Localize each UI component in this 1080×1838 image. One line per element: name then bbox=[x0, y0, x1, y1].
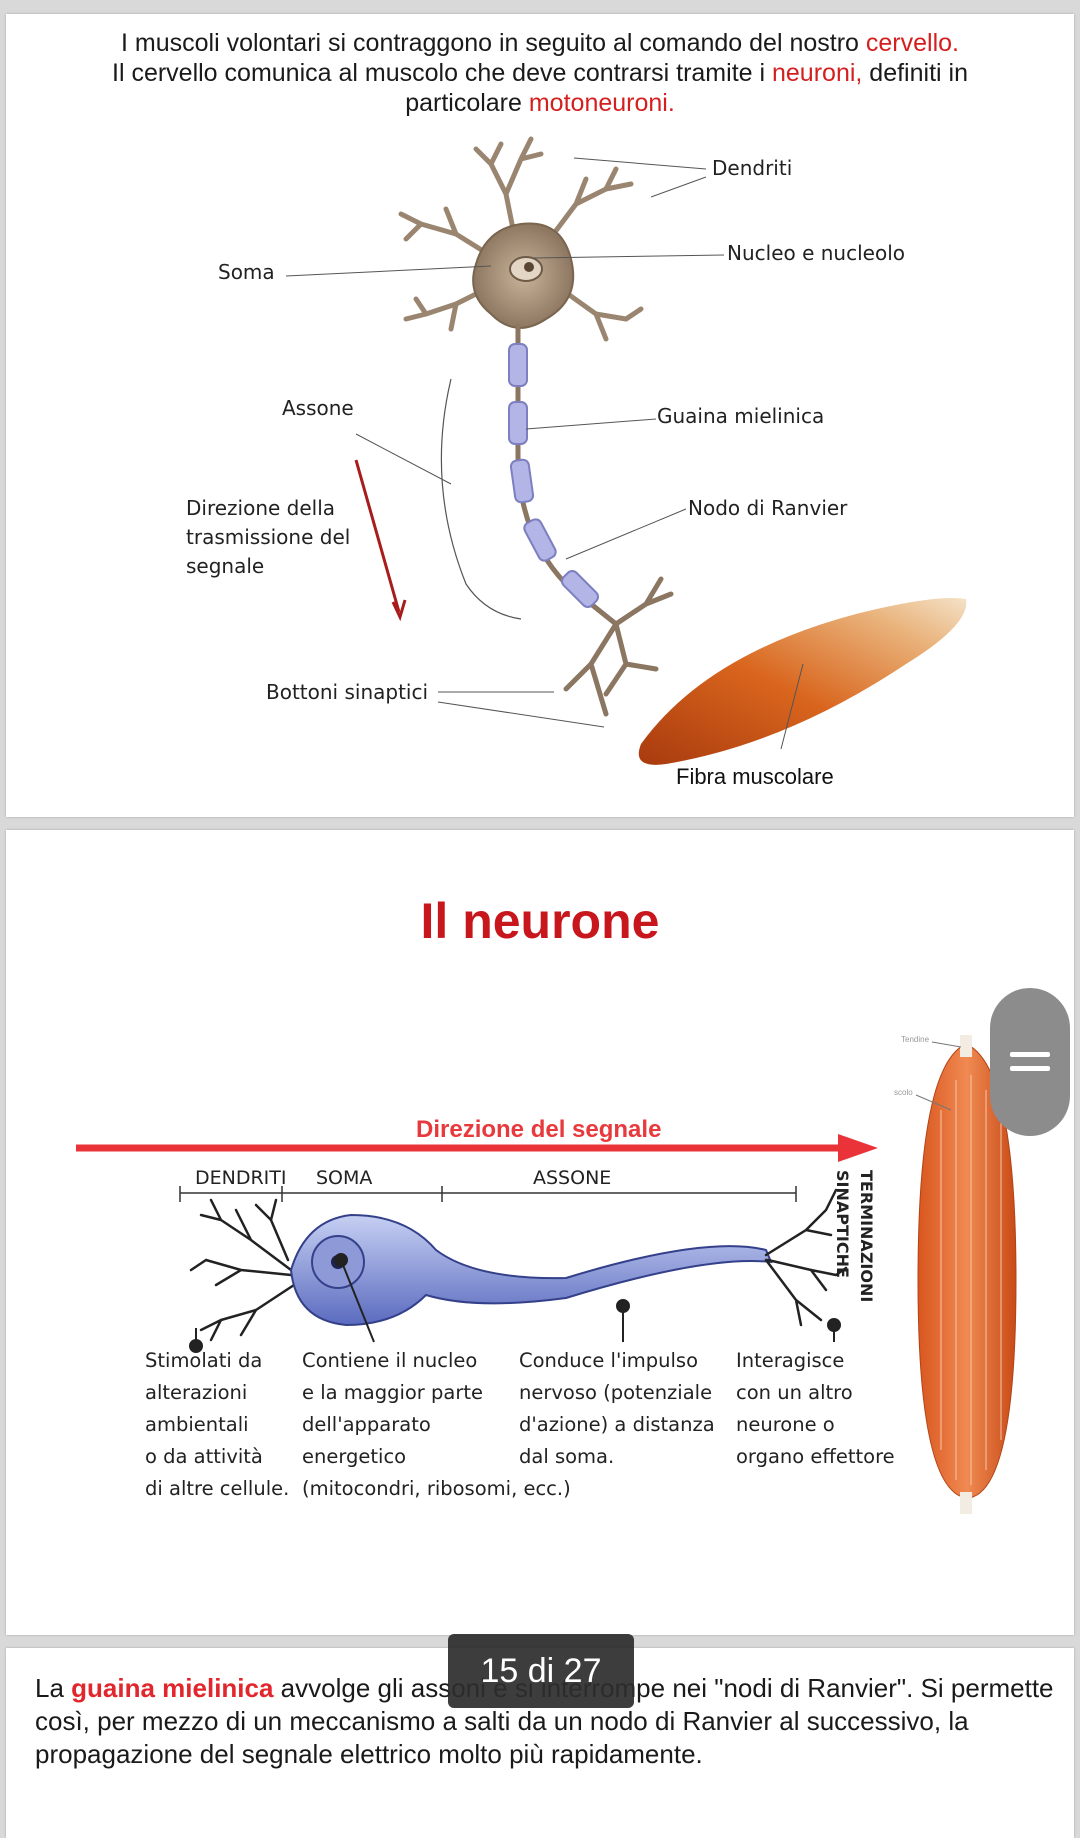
desc-soma-line: Contiene il nucleo bbox=[302, 1349, 478, 1372]
desc-dendriti-line: o da attività bbox=[145, 1445, 263, 1468]
slide-motoneurone: I muscoli volontari si contraggono in se… bbox=[6, 14, 1074, 817]
label-soma: Soma bbox=[218, 260, 275, 284]
drag-handle-bar-top bbox=[1010, 1052, 1050, 1057]
header-sinaptiche-line1: SINAPTICHE bbox=[833, 1170, 852, 1278]
nucleolus-shape bbox=[524, 262, 534, 272]
tendon-leader bbox=[931, 1041, 962, 1048]
slide3-text: La guaina mielinica avvolge gli assoni e… bbox=[35, 1672, 1055, 1771]
label-direzione: Direzione della trasmissione del segnale bbox=[186, 494, 350, 581]
slide-il-neurone: Il neurone Direzione del segnale bbox=[6, 830, 1074, 1635]
tendon-bottom bbox=[960, 1492, 972, 1514]
header-dendriti: DENDRITI bbox=[195, 1167, 287, 1189]
slide3-text-rest: avvolge gli assoni e si interrompe nei "… bbox=[35, 1673, 1054, 1769]
header-sinaptiche: SINAPTICHE bbox=[830, 1170, 854, 1278]
desc-terminazioni-line: Interagisce bbox=[736, 1349, 845, 1372]
slide3-text-start: La bbox=[35, 1673, 72, 1703]
desc-assone-line: d'azione) a distanza bbox=[519, 1413, 715, 1436]
header-terminazioni: TERMINAZIONI bbox=[854, 1170, 878, 1302]
intro-line-1: I muscoli volontari si contraggono in se… bbox=[121, 29, 866, 57]
intro-text: I muscoli volontari si contraggono in se… bbox=[6, 28, 1074, 118]
label-assone: Assone bbox=[282, 396, 354, 420]
muscle-leader bbox=[915, 1094, 952, 1111]
axon-terminals bbox=[563, 576, 674, 717]
direction-label: Direzione del segnale bbox=[416, 1116, 662, 1143]
direction-arrow bbox=[354, 459, 401, 613]
desc-terminazioni-line: con un altro bbox=[736, 1381, 853, 1404]
label-guaina: Guaina mielinica bbox=[657, 404, 825, 428]
myelin-segments bbox=[508, 343, 600, 609]
desc-soma: Contiene il nucleo e la maggior parte de… bbox=[302, 1345, 571, 1505]
intro-highlight-motoneuroni: motoneuroni. bbox=[528, 89, 675, 117]
slide-title: Il neurone bbox=[420, 893, 660, 949]
indicator-pins bbox=[189, 1253, 841, 1353]
desc-soma-line: energetico bbox=[302, 1445, 407, 1468]
header-soma: SOMA bbox=[316, 1167, 373, 1189]
drag-handle-icon[interactable] bbox=[990, 988, 1070, 1136]
drag-handle-bar-bottom bbox=[1010, 1066, 1050, 1071]
desc-terminazioni-line: neurone o bbox=[736, 1413, 835, 1436]
section-brackets bbox=[179, 1186, 797, 1202]
dendrites bbox=[398, 136, 644, 342]
header-terminazioni-line1: TERMINAZIONI bbox=[857, 1170, 876, 1303]
intro-line-2-end: definiti in bbox=[862, 59, 968, 87]
slide3-highlight-guaina: guaina mielinica bbox=[71, 1673, 274, 1703]
leader-lines bbox=[285, 157, 804, 750]
intro-line-2: Il cervello comunica al muscolo che deve… bbox=[112, 59, 772, 87]
desc-dendriti-line: di altre cellule. bbox=[145, 1477, 290, 1500]
dendrites-dark bbox=[189, 1198, 296, 1342]
label-direzione-line1: Direzione della bbox=[186, 496, 336, 520]
muscle-label-scolo: scolo bbox=[894, 1088, 913, 1097]
desc-dendriti-line: Stimolati da bbox=[145, 1349, 263, 1372]
desc-terminazioni: Interagisce con un altro neurone o organ… bbox=[736, 1345, 895, 1473]
desc-dendriti-line: ambientali bbox=[145, 1413, 249, 1436]
desc-dendriti-line: alterazioni bbox=[145, 1381, 248, 1404]
desc-assone-line: dal soma. bbox=[519, 1445, 615, 1468]
muscle-label-tendine: Tendine bbox=[901, 1035, 930, 1044]
synaptic-terminals bbox=[764, 1188, 848, 1327]
desc-terminazioni-line: organo effettore bbox=[736, 1445, 895, 1468]
signal-direction-arrowhead bbox=[838, 1134, 878, 1162]
header-assone: ASSONE bbox=[533, 1167, 612, 1189]
desc-soma-line: dell'apparato bbox=[302, 1413, 431, 1436]
muscle-striations bbox=[940, 1075, 1002, 1485]
label-nucleo: Nucleo e nucleolo bbox=[727, 241, 905, 265]
page-indicator: 15 di 27 bbox=[448, 1634, 634, 1708]
label-fibra: Fibra muscolare bbox=[676, 764, 834, 789]
desc-assone: Conduce l'impulso nervoso (potenziale d'… bbox=[519, 1345, 715, 1473]
motoneuron-diagram bbox=[285, 136, 967, 765]
soma-axon-shape bbox=[289, 1213, 773, 1327]
label-direzione-line2: trasmissione del bbox=[186, 525, 351, 549]
label-bottoni: Bottoni sinaptici bbox=[266, 680, 429, 704]
intro-line-3: particolare bbox=[405, 89, 529, 117]
neuron-diagram bbox=[76, 1035, 1017, 1514]
muscle-fiber-shape bbox=[638, 598, 967, 765]
label-dendriti: Dendriti bbox=[712, 156, 793, 180]
desc-dendriti: Stimolati da alterazioni ambientali o da… bbox=[145, 1345, 289, 1505]
direction-arrowhead bbox=[391, 599, 407, 622]
desc-soma-line: (mitocondri, ribosomi, ecc.) bbox=[302, 1477, 571, 1500]
tendon-top bbox=[960, 1035, 972, 1057]
assone-bracket bbox=[440, 378, 522, 620]
desc-assone-line: Conduce l'impulso bbox=[519, 1349, 698, 1372]
desc-soma-line: e la maggior parte bbox=[302, 1381, 484, 1404]
desc-assone-line: nervoso (potenziale bbox=[519, 1381, 713, 1404]
intro-highlight-cervello: cervello. bbox=[865, 29, 959, 57]
label-direzione-line3: segnale bbox=[186, 554, 265, 578]
intro-highlight-neuroni: neuroni, bbox=[772, 59, 863, 87]
label-nodo: Nodo di Ranvier bbox=[688, 496, 848, 520]
